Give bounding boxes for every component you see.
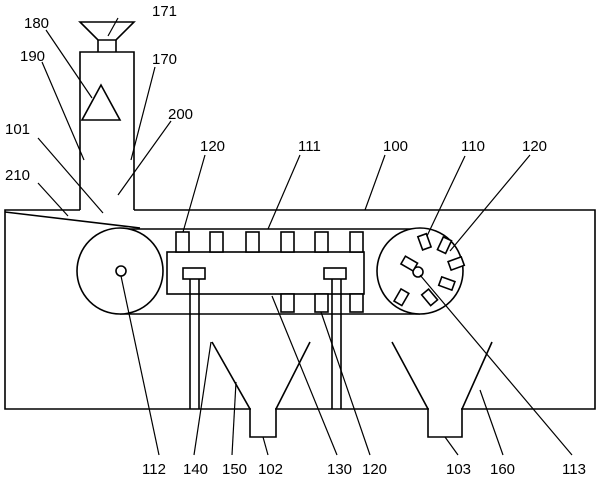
right-discharge-hopper	[391, 341, 493, 438]
label-103: 103	[446, 461, 471, 478]
feed-chute	[79, 51, 135, 210]
label-150: 150	[222, 461, 247, 478]
label-140: 140	[183, 461, 208, 478]
label-200: 200	[168, 106, 193, 123]
bottom-magnets	[280, 293, 364, 313]
label-120-bottom: 120	[362, 461, 387, 478]
label-120-right: 120	[522, 138, 547, 155]
label-190: 190	[20, 48, 45, 65]
feed-funnel	[78, 21, 136, 41]
left-bracket	[182, 267, 206, 280]
label-101: 101	[5, 121, 30, 138]
right-pulley-magnets	[392, 232, 466, 307]
guide-plate	[4, 211, 141, 229]
label-100: 100	[383, 138, 408, 155]
top-magnets	[175, 231, 364, 253]
label-130: 130	[327, 461, 352, 478]
label-110: 110	[461, 138, 485, 155]
leader-lines	[37, 17, 573, 456]
label-102: 102	[258, 461, 283, 478]
label-112: 112	[142, 461, 166, 478]
label-210: 210	[5, 167, 30, 184]
right-bracket	[323, 267, 347, 280]
right-pulley-axle	[412, 266, 424, 278]
label-180: 180	[24, 15, 49, 32]
label-171: 171	[152, 3, 177, 20]
label-113: 113	[562, 461, 586, 478]
label-160: 160	[490, 461, 515, 478]
deflector-triangle	[80, 83, 122, 121]
label-170: 170	[152, 51, 177, 68]
label-111: 111	[298, 138, 321, 155]
main-housing	[4, 209, 596, 410]
reference-labels: 171 180 190 170 101 200 120 111 100 110 …	[5, 3, 586, 478]
label-120-top: 120	[200, 138, 225, 155]
left-pulley-axle	[115, 265, 127, 277]
left-discharge-hopper	[211, 341, 311, 438]
